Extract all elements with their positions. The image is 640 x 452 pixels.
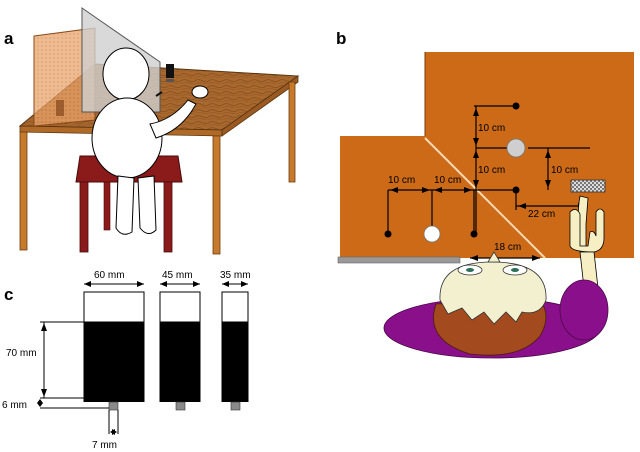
block-35mm — [222, 322, 248, 402]
c-arrowheads — [37, 281, 248, 435]
dim-label-10cm-b: 10 cm — [478, 165, 505, 176]
dim-label-22cm: 22 cm — [528, 209, 555, 220]
screen-block — [56, 100, 64, 116]
width-label-35mm: 35 mm — [220, 270, 251, 281]
block-45mm-outline — [159, 291, 201, 323]
block-60mm-outline — [83, 291, 145, 323]
panel-label-b: b — [336, 29, 346, 48]
target-dot-top — [512, 102, 520, 110]
start-marker — [155, 91, 163, 97]
person-head — [102, 47, 150, 101]
person-arm — [149, 99, 197, 139]
shoulder-right — [559, 279, 609, 341]
person-torso — [91, 97, 163, 179]
block-60mm — [84, 322, 144, 402]
target-dot-center — [512, 186, 520, 194]
table-leg-front-right — [212, 135, 221, 255]
chair-leg-right — [163, 181, 173, 253]
dim-label-10cm-a: 10 cm — [478, 123, 505, 134]
block-35mm-outline — [221, 291, 249, 323]
target-object — [166, 64, 174, 78]
side-screen — [33, 27, 96, 127]
dim-label-18cm: 18 cm — [494, 242, 521, 253]
dim-label-10cm-c: 10 cm — [551, 165, 578, 176]
target-dot-left — [384, 230, 392, 238]
block-45mm — [160, 322, 200, 402]
height-label-70mm: 70 mm — [6, 348, 37, 359]
dim-label-10cm-e: 10 cm — [434, 175, 461, 186]
table-leg-back-right — [288, 81, 296, 183]
target-object-stem — [166, 79, 174, 82]
panel-label-c: c — [4, 285, 13, 304]
stem-35mm — [230, 401, 241, 411]
board-fold-line — [424, 137, 546, 259]
target-disc-white — [423, 225, 441, 243]
nose — [487, 251, 501, 263]
dim-label-10cm-d: 10 cm — [388, 175, 415, 186]
stem-45mm — [175, 401, 186, 411]
panel-label-a: a — [4, 29, 14, 48]
stem-width-label: 7 mm — [92, 440, 117, 451]
target-dot-bottom — [470, 230, 478, 238]
chair-leg-back-left — [103, 181, 111, 231]
target-disc-grey — [506, 138, 526, 158]
panel-a: a — [4, 7, 300, 255]
person-leg-left — [115, 175, 135, 235]
pupil-left — [466, 268, 474, 272]
panel-c: c — [2, 270, 251, 451]
chair-leg-left — [79, 181, 89, 253]
width-label-60mm: 60 mm — [94, 270, 125, 281]
stem-height-label: 6 mm — [2, 400, 27, 411]
person-hand — [191, 85, 209, 99]
start-pad — [570, 179, 606, 193]
board-rail — [337, 256, 461, 264]
panel-b: b — [336, 29, 634, 359]
head-top — [439, 261, 547, 325]
table-side-edge — [221, 75, 299, 137]
stem-60mm — [108, 401, 119, 411]
table-leg-front-left — [19, 131, 28, 251]
eye-arrow-left — [470, 255, 478, 261]
seated-person — [91, 47, 209, 235]
width-label-45mm: 45 mm — [162, 270, 193, 281]
board-surface — [340, 52, 634, 258]
pupil-right — [511, 268, 519, 272]
eye-arrow-right — [532, 255, 540, 261]
person-leg-right — [137, 175, 157, 234]
